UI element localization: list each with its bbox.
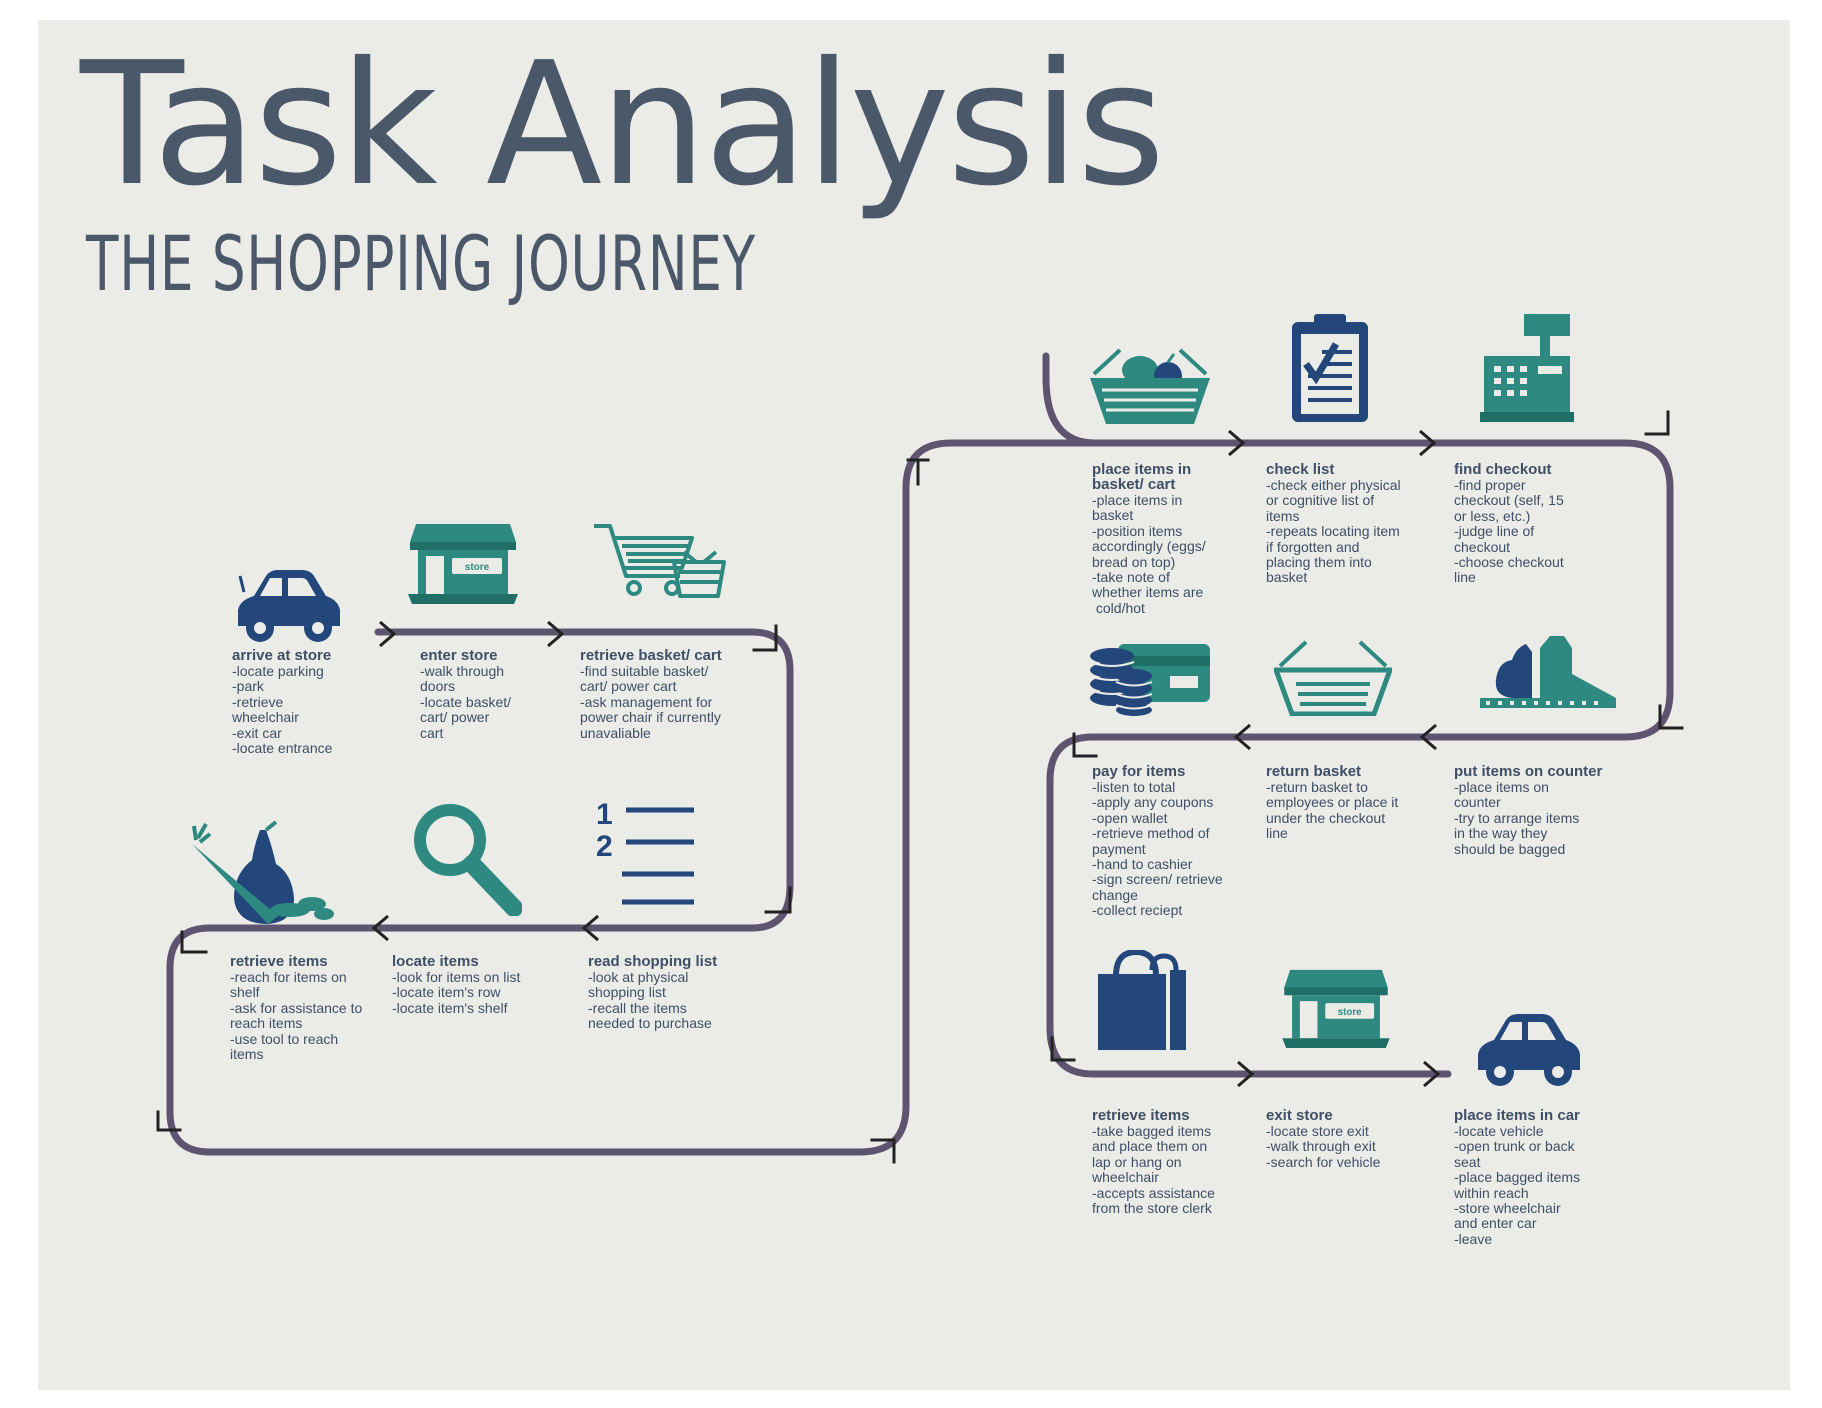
step-place-items-in-basket: place items in basket/ cart -place items… (1092, 462, 1206, 616)
step-label: arrive at store (232, 647, 332, 664)
step-details: -look for items on list -locate item's r… (392, 969, 521, 1016)
step-label: retrieve basket/ cart (580, 647, 722, 664)
step-label: find checkout (1454, 461, 1552, 478)
step-pay-for-items: pay for items -listen to total -apply an… (1092, 764, 1223, 919)
cash-register-icon (1480, 314, 1574, 422)
step-label: enter store (420, 647, 498, 664)
step-label: return basket (1266, 763, 1362, 780)
svg-text:2: 2 (596, 830, 613, 863)
car-icon (1478, 1014, 1580, 1086)
coins-card-icon (1089, 644, 1210, 716)
car-icon (238, 570, 340, 642)
step-label: locate items (392, 953, 479, 970)
step-label: read shopping list (588, 953, 718, 970)
step-details: -walk through doors -locate basket/ cart… (420, 663, 512, 741)
step-details: -place items in basket -position items a… (1092, 492, 1206, 616)
step-details: -find proper checkout (self, 15 or less,… (1454, 477, 1564, 586)
shopping-bag-icon (1098, 950, 1186, 1050)
step-label: check list (1266, 461, 1335, 478)
step-details: -return basket to employees or place it … (1266, 779, 1399, 842)
svg-text:1: 1 (596, 798, 613, 831)
step-retrieve-bagged-items: retrieve items -take bagged items and pl… (1092, 1108, 1215, 1216)
items-on-counter-icon (1480, 636, 1616, 708)
step-details: -reach for items on shelf -ask for assis… (230, 969, 363, 1063)
step-label: pay for items (1092, 763, 1186, 780)
step-details: -listen to total -apply any coupons -ope… (1092, 779, 1223, 919)
step-details: -check either physical or cognitive list… (1266, 477, 1401, 586)
store-icon: store (408, 524, 518, 604)
step-locate-items: locate items -look for items on list -lo… (392, 954, 520, 1016)
numbered-list-icon: 1 2 (596, 798, 694, 905)
step-check-list: check list -check either physical or cog… (1266, 462, 1401, 586)
step-put-items-on-counter: put items on counter -place items on cou… (1454, 764, 1602, 857)
full-basket-icon (1090, 348, 1210, 424)
step-label: place items in basket/ cart (1092, 461, 1192, 493)
step-retrieve-items: retrieve items -reach for items on shelf… (230, 954, 362, 1062)
empty-basket-icon (1274, 640, 1392, 716)
step-find-checkout: find checkout -find proper checkout (sel… (1454, 462, 1564, 586)
store-icon: store (1282, 969, 1390, 1048)
step-exit-store: exit store -locate store exit -walk thro… (1266, 1108, 1380, 1170)
step-label: retrieve items (230, 953, 328, 970)
shopping-cart-icon (594, 524, 726, 598)
magnifying-glass-icon (414, 804, 522, 916)
step-arrive-at-store: arrive at store -locate parking -park -r… (232, 648, 332, 756)
step-details: -place items on counter -try to arrange … (1454, 779, 1580, 857)
step-place-items-in-car: place items in car -locate vehicle -open… (1454, 1108, 1580, 1247)
step-enter-store: enter store -walk through doors -locate … (420, 648, 511, 741)
store-sign-text: store (1338, 1007, 1362, 1018)
step-details: -look at physical shopping list -recall … (588, 969, 712, 1032)
store-sign-text: store (465, 562, 490, 573)
produce-icon (192, 820, 334, 924)
step-retrieve-basket-cart: retrieve basket/ cart -find suitable bas… (580, 648, 722, 741)
step-label: retrieve items (1092, 1107, 1190, 1124)
page-subtitle: THE SHOPPING JOURNEY (86, 219, 756, 308)
step-details: -locate vehicle -open trunk or back seat… (1454, 1123, 1581, 1247)
step-return-basket: return basket -return basket to employee… (1266, 764, 1398, 842)
clipboard-check-icon (1292, 314, 1368, 422)
step-label: place items in car (1454, 1107, 1580, 1124)
step-label: exit store (1266, 1107, 1333, 1124)
page-title: Task Analysis (80, 26, 1165, 224)
step-details: -locate parking -park -retrieve wheelcha… (232, 663, 333, 757)
step-details: -locate store exit -walk through exit -s… (1266, 1123, 1381, 1170)
step-details: -find suitable basket/ cart/ power cart … (580, 663, 721, 741)
step-read-shopping-list: read shopping list -look at physical sho… (588, 954, 717, 1032)
step-label: put items on counter (1454, 763, 1603, 780)
step-details: -take bagged items and place them on lap… (1092, 1123, 1215, 1217)
